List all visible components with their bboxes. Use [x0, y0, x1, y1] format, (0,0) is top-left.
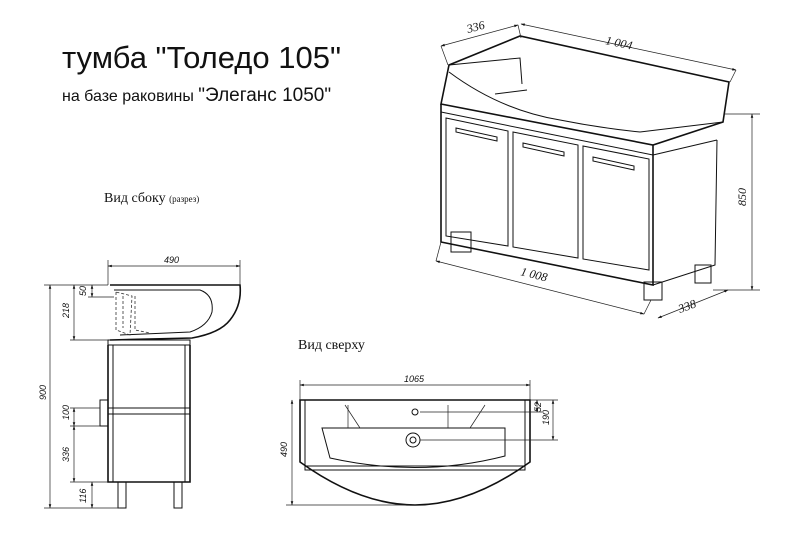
iso-handle-right: [592, 156, 635, 171]
dim-top-width: 1065: [404, 374, 425, 384]
dim-iso-height: 850: [735, 188, 749, 206]
subtitle-prefix: на базе раковины: [62, 88, 199, 105]
iso-countertop: [440, 35, 730, 146]
side-view-note: (разрез): [169, 194, 200, 204]
top-drain: [405, 432, 421, 448]
iso-backsplash: [448, 57, 523, 85]
isometric-view: 336 1 004 850 1 008 338: [435, 18, 760, 319]
dim-top-depth: 490: [279, 442, 289, 457]
dim-side-sink-depth: 218: [61, 303, 71, 319]
side-handle: [99, 399, 109, 427]
dim-iso-depth-bottom: 338: [675, 297, 698, 317]
top-tap-hole: [411, 408, 419, 416]
dim-iso-depth-top: 336: [464, 18, 486, 36]
side-view-title: Вид сбоку: [104, 191, 166, 206]
dim-side-total: 900: [38, 385, 48, 400]
side-shelf: [107, 407, 191, 415]
iso-handle-middle: [522, 142, 565, 157]
dim-top-rear: 190: [541, 410, 551, 425]
dim-side-legs: 116: [78, 489, 88, 503]
top-basin: [321, 427, 506, 468]
iso-door-right: [582, 145, 650, 271]
top-sink-outline: [299, 399, 531, 506]
dim-side-shelf: 100: [61, 405, 71, 420]
top-cabinet-outline: [304, 399, 526, 471]
drawing-title: тумба "Толедо 105": [62, 40, 341, 75]
dim-iso-width-bottom: 1 008: [519, 264, 549, 284]
top-view: 1065 490 52 190: [279, 374, 558, 506]
iso-basin-edge: [448, 71, 641, 133]
iso-door-middle: [512, 131, 579, 259]
side-sink-profile: [109, 284, 242, 341]
iso-leg-3: [694, 264, 712, 284]
drawing-subtitle: на базе раковины "Элеганс 1050": [62, 86, 331, 107]
dim-side-width: 490: [164, 255, 179, 265]
dim-top-tap: 52: [533, 402, 543, 412]
sink-model: "Элеганс 1050": [198, 85, 332, 106]
dim-side-lower: 336: [61, 447, 71, 462]
top-view-label: Вид сверху: [298, 338, 365, 353]
side-view-label: Вид сбоку (разрез): [104, 191, 199, 207]
side-section-view: 490 900 218 50 100 336 116: [38, 255, 242, 509]
dim-side-sink-top: 50: [78, 286, 88, 296]
iso-cabinet-front: [440, 104, 654, 286]
side-siphon: [115, 291, 133, 336]
dim-iso-width-top: 1 004: [604, 33, 633, 52]
iso-leg-1: [450, 231, 472, 253]
iso-door-left: [445, 117, 509, 247]
iso-handle-left: [455, 127, 498, 142]
